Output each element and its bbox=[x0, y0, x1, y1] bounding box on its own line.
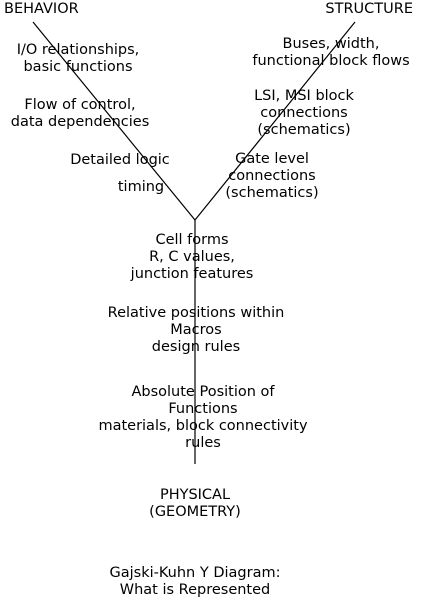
behavior-level-detailed-logic: Detailed logic bbox=[70, 152, 170, 169]
structure-level-lsi-msi: LSI, MSI block connections (schematics) bbox=[254, 88, 354, 139]
diagram-caption: Gajski-Kuhn Y Diagram: What is Represent… bbox=[110, 565, 281, 599]
physical-level-functions: Absolute Position of Functions materials… bbox=[98, 384, 307, 452]
behavior-level-line: Detailed logic bbox=[70, 152, 170, 168]
caption-line: What is Represented bbox=[119, 582, 271, 598]
caption-line: Gajski-Kuhn Y Diagram: bbox=[109, 565, 281, 581]
physical-axis-label: PHYSICAL (GEOMETRY) bbox=[149, 487, 241, 521]
physical-level-line: materials, block connectivity bbox=[98, 418, 308, 434]
physical-level-line: Macros bbox=[170, 322, 222, 338]
behavior-level-line: I/O relationships, bbox=[16, 42, 140, 58]
physical-level-line: Cell forms bbox=[155, 232, 229, 248]
behavior-axis-line bbox=[32, 21, 196, 221]
physical-axis-label-line: (GEOMETRY) bbox=[149, 504, 241, 520]
physical-level-cell: Cell forms R, C values, junction feature… bbox=[131, 232, 254, 283]
behavior-level-timing: timing bbox=[118, 179, 164, 196]
behavior-level-io: I/O relationships, basic functions bbox=[17, 42, 140, 76]
structure-axis-line bbox=[194, 21, 356, 221]
physical-level-line: junction features bbox=[130, 266, 254, 282]
structure-level-gate: Gate level connections (schematics) bbox=[225, 151, 318, 202]
structure-level-line: (schematics) bbox=[257, 122, 351, 138]
physical-level-macros: Relative positions within Macros design … bbox=[108, 305, 285, 356]
behavior-level-control-flow: Flow of control, data dependencies bbox=[11, 97, 150, 131]
physical-axis-label-line: PHYSICAL bbox=[159, 487, 231, 503]
structure-level-buses: Buses, width, functional block flows bbox=[252, 36, 409, 70]
behavior-level-line: Flow of control, bbox=[24, 97, 136, 113]
structure-level-line: connections bbox=[260, 105, 348, 121]
physical-level-line: R, C values, bbox=[149, 249, 235, 265]
structure-level-line: Gate level bbox=[235, 151, 309, 167]
structure-level-line: functional block flows bbox=[252, 53, 410, 69]
behavior-level-line: basic functions bbox=[23, 59, 133, 75]
physical-level-line: Relative positions within bbox=[107, 305, 285, 321]
physical-level-line: Functions bbox=[168, 401, 238, 417]
physical-level-line: design rules bbox=[151, 339, 241, 355]
structure-level-line: LSI, MSI block bbox=[254, 88, 354, 104]
structure-level-line: (schematics) bbox=[225, 185, 319, 201]
behavior-level-line: timing bbox=[117, 179, 165, 195]
physical-level-line: Absolute Position of bbox=[131, 384, 275, 400]
structure-level-line: connections bbox=[228, 168, 316, 184]
behavior-level-line: data dependencies bbox=[10, 114, 150, 130]
structure-axis-label: STRUCTURE bbox=[325, 1, 413, 17]
behavior-axis-label: BEHAVIOR bbox=[4, 1, 79, 17]
physical-level-line: rules bbox=[185, 435, 221, 451]
structure-level-line: Buses, width, bbox=[282, 36, 380, 52]
